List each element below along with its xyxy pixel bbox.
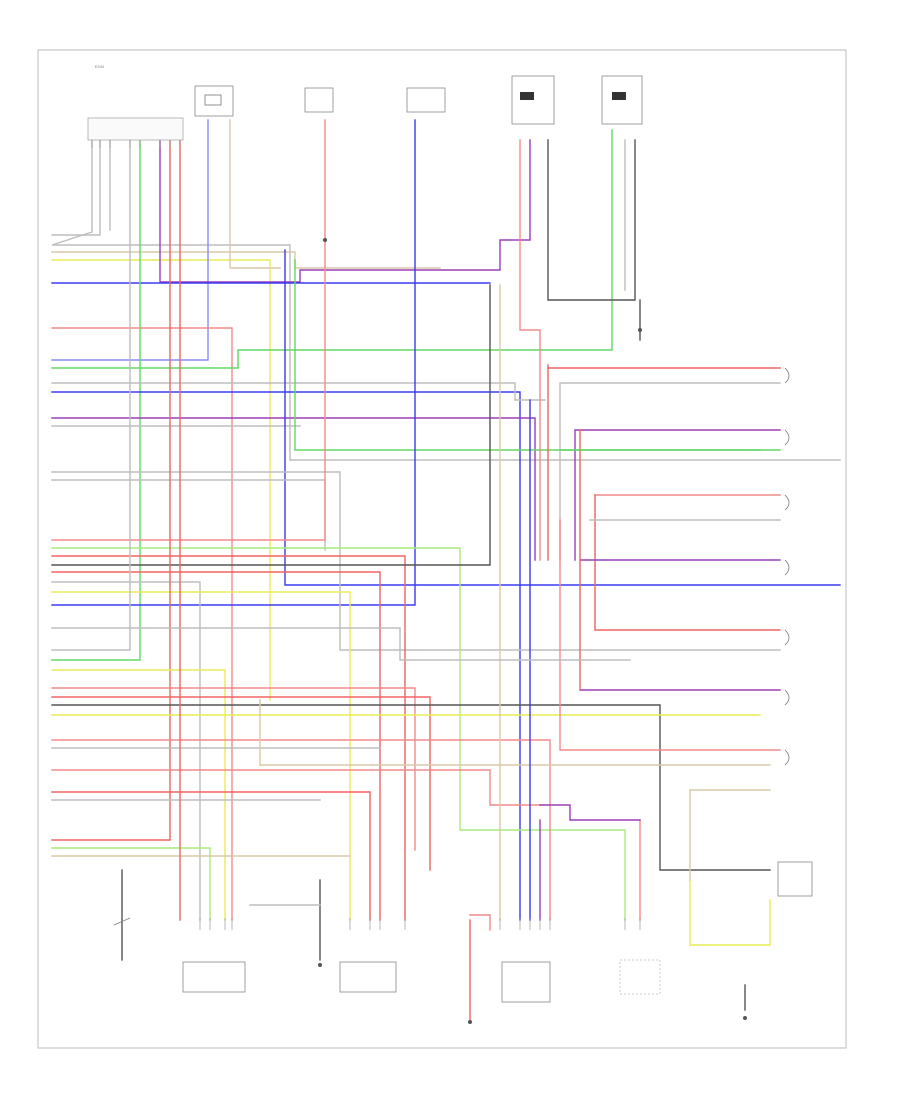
wire-red [51, 791, 371, 921]
knock-sensor [777, 861, 813, 897]
wire-gray [51, 471, 591, 651]
wire-pink [51, 739, 551, 921]
wire-pink [51, 769, 541, 806]
throttle-position-sensor [182, 961, 246, 993]
wire-black-o2 [547, 139, 636, 301]
wire-purple-loop [574, 429, 781, 561]
ect-sensor [406, 87, 446, 113]
wire-light-blue [51, 119, 209, 361]
clutch-pedal-switch [113, 917, 131, 926]
wire-green-light [51, 847, 211, 921]
wire-black-long [51, 704, 771, 871]
front-o2-sensor-element [520, 92, 534, 100]
wire-red [51, 696, 431, 871]
component-layer: ECM [87, 64, 813, 1024]
wire-purple [51, 417, 536, 561]
wire-yellow [51, 591, 351, 921]
wire-yellow [51, 669, 226, 921]
power-steering-sensor-body [204, 94, 222, 106]
ground-5 [743, 1016, 747, 1020]
idle-air-control-valve [501, 961, 551, 1003]
wire-pink [51, 687, 416, 851]
ground-2 [638, 328, 642, 332]
wire-gray-right [51, 627, 631, 661]
wire-blue [51, 391, 521, 921]
wire-gray [51, 139, 101, 236]
ground-3 [318, 963, 322, 967]
wire-gray [51, 139, 841, 461]
maf-sensor [304, 87, 334, 113]
wire-yellow-loop [689, 879, 771, 946]
connector-pins [91, 140, 641, 930]
ground-symbols [318, 238, 747, 1024]
ground-4 [468, 1020, 472, 1024]
wire-gray-loop [559, 382, 781, 561]
wire-gray-top [51, 139, 131, 651]
wire-tan [259, 699, 771, 766]
wire-purple [159, 139, 531, 283]
wire-pink-loop [559, 519, 781, 751]
wire-green [294, 259, 761, 451]
wire-green-light [51, 547, 626, 921]
wire-blue [284, 249, 841, 586]
wire-red [51, 139, 171, 841]
wire-blue [51, 119, 416, 606]
wire-pink [51, 327, 233, 921]
wire-gray [51, 581, 201, 921]
evap-purge-solenoid [619, 959, 661, 995]
wire-green-mid [51, 139, 141, 661]
wire-pink [469, 914, 491, 931]
wire-pink [51, 119, 326, 541]
wire-tan-loop [689, 789, 771, 881]
ground-1 [323, 238, 327, 242]
ecm-label: ECM [95, 64, 104, 69]
wire-yellow [51, 259, 271, 701]
ecm-connector [87, 117, 184, 141]
wire-red [51, 555, 406, 921]
wire-pink-right [519, 139, 541, 561]
wire-layer [51, 119, 841, 1021]
diagram-border [37, 49, 847, 1049]
rear-o2-sensor-element [612, 92, 626, 100]
camshaft-position-sensor [339, 961, 397, 993]
wire-tan [229, 119, 281, 269]
wire-black [51, 284, 491, 566]
wire-purple [539, 804, 641, 821]
wire-green [51, 129, 613, 369]
fuel-injectors [784, 367, 790, 766]
wire-red-loop [594, 494, 781, 631]
wire-red [51, 571, 381, 921]
